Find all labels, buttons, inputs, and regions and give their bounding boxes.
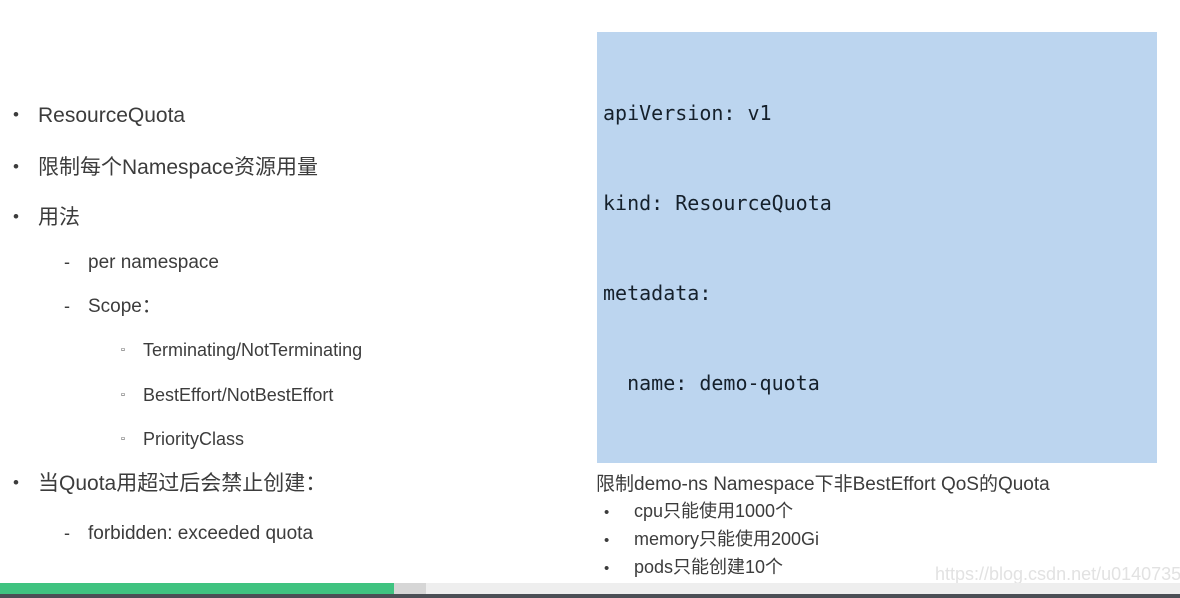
explanation-panel: 限制demo-ns Namespace下非BestEffort QoS的Quot…: [596, 472, 1180, 582]
player-bottom-edge: [0, 594, 1180, 598]
explanation-item-label: memory只能使用200Gi: [634, 529, 820, 549]
bullet-dot-icon: •: [13, 105, 19, 124]
outline-item-label: BestEffort/NotBestEffort: [143, 385, 334, 405]
outline-item-label: 当Quota用超过后会禁止创建：: [38, 472, 327, 495]
bullet-square-icon: ▫: [121, 344, 125, 356]
outline-item-per-namespace: - per namespace: [64, 252, 219, 273]
outline-item-label: 用法: [38, 206, 80, 229]
outline-item-quota-exceeded: • 当Quota用超过后会禁止创建：: [13, 473, 326, 495]
outline-item-namespace-limit: • 限制每个Namespace资源用量: [13, 157, 318, 179]
explanation-item-label: cpu只能使用1000个: [634, 501, 794, 521]
code-line: metadata:: [603, 281, 712, 305]
outline-item-priorityclass: ▫ PriorityClass: [121, 430, 244, 451]
progress-played: [0, 583, 394, 594]
outline-item-scope: - Scope：: [64, 296, 161, 317]
yaml-code-block: apiVersion: v1 kind: ResourceQuota metad…: [597, 32, 1157, 463]
outline-item-forbidden: - forbidden: exceeded quota: [64, 523, 314, 544]
outline-item-label: per namespace: [88, 252, 219, 273]
bullet-dot-icon: •: [604, 532, 610, 549]
outline-item-label: forbidden: exceeded quota: [88, 523, 314, 544]
watermark-url: https://blog.csdn.net/u014073556: [935, 564, 1180, 584]
video-progress-bar[interactable]: [0, 583, 1180, 594]
code-line: kind: ResourceQuota: [603, 191, 832, 215]
explanation-item-memory: • memory只能使用200Gi: [596, 526, 1180, 554]
bullet-dot-icon: •: [13, 207, 19, 226]
explanation-item-pods: • pods只能创建10个: [596, 554, 1180, 582]
bullet-dot-icon: •: [604, 560, 610, 577]
bullet-dot-icon: •: [13, 157, 19, 176]
explanation-item-label: pods只能创建10个: [634, 557, 784, 577]
outline-item-besteffort: ▫ BestEffort/NotBestEffort: [121, 386, 333, 407]
bullet-dash-icon: -: [64, 523, 70, 543]
bullet-dot-icon: •: [604, 504, 610, 521]
explanation-title: 限制demo-ns Namespace下非BestEffort QoS的Quot…: [596, 474, 1050, 495]
outline-item-label: Terminating/NotTerminating: [143, 340, 363, 360]
outline-item-label: 限制每个Namespace资源用量: [38, 156, 319, 179]
outline-item-usage: • 用法: [13, 207, 80, 229]
bullet-dash-icon: -: [64, 252, 70, 272]
outline-item-label: Scope：: [88, 296, 161, 317]
outline-item-terminating: ▫ Terminating/NotTerminating: [121, 341, 362, 362]
outline-item-resourcequota: • ResourceQuota: [13, 105, 185, 127]
bullet-square-icon: ▫: [121, 389, 125, 401]
code-line: name: demo-quota: [603, 371, 820, 395]
bullet-dot-icon: •: [13, 473, 19, 492]
bullet-dash-icon: -: [64, 296, 70, 316]
code-line: apiVersion: v1: [603, 101, 772, 125]
explanation-item-cpu: • cpu只能使用1000个: [596, 498, 1180, 526]
outline-panel: • ResourceQuota • 限制每个Namespace资源用量 • 用法…: [0, 0, 592, 572]
code-line: namespace: demo-ns: [603, 458, 1157, 463]
outline-item-label: PriorityClass: [143, 429, 245, 449]
bullet-square-icon: ▫: [121, 433, 125, 445]
outline-item-label: ResourceQuota: [38, 104, 186, 127]
